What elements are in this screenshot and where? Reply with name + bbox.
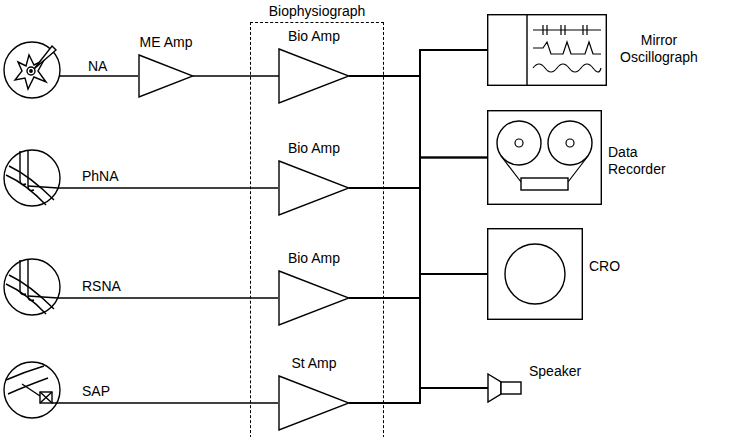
reel-hub	[515, 139, 523, 147]
cro-screen	[505, 244, 565, 304]
signal-connector	[349, 50, 488, 298]
signal-label: NA	[88, 58, 107, 75]
signal-connector	[349, 158, 488, 404]
signal-connector	[349, 188, 488, 388]
signal-connector	[349, 298, 488, 388]
recorder-icon	[487, 110, 602, 205]
amplifier-label: St Amp	[291, 355, 336, 372]
device-label: Mirror Oscillograph	[613, 32, 705, 66]
signal-connector	[349, 76, 488, 158]
signal-label: SAP	[82, 383, 110, 400]
speaker-body	[501, 382, 521, 394]
label-row: St Amp	[278, 355, 350, 372]
tape-head	[521, 178, 568, 190]
mirror-icon	[487, 14, 607, 86]
cro-box	[488, 229, 583, 320]
device-label: Speaker	[529, 363, 581, 380]
oscillograph-divider	[526, 15, 527, 85]
amplifier-label: Bio Amp	[288, 140, 340, 157]
signal-wire	[58, 187, 278, 188]
nerve-illustration	[4, 150, 60, 206]
signal-connector	[349, 50, 488, 188]
amplifier: St Amp	[278, 355, 350, 431]
reel-hub	[566, 139, 574, 147]
signal-connector	[349, 50, 488, 403]
neuron-illustration	[4, 42, 60, 98]
signal-connector	[349, 274, 488, 298]
amplifier: Bio Amp	[278, 28, 350, 104]
artery-illustration	[4, 362, 60, 418]
recorder-box	[488, 111, 602, 205]
amplifier-triangle	[278, 270, 350, 326]
speaker-icon	[487, 373, 523, 403]
amplifier-triangle	[138, 54, 194, 98]
amplifier-triangle	[278, 48, 350, 104]
signal-connector	[193, 75, 279, 76]
cro-icon	[487, 228, 583, 320]
pressure-trace	[533, 64, 601, 72]
signal-connector	[349, 158, 488, 299]
amplifier: Bio Amp	[278, 250, 350, 326]
signal-connector	[349, 76, 488, 274]
amplifier-triangle	[278, 375, 350, 431]
instrument-group: BiophysiographBio AmpBio AmpBio AmpSt Am…	[250, 22, 384, 437]
device-label: CRO	[589, 258, 620, 275]
amplifier: ME Amp	[138, 34, 194, 98]
signal-connector	[349, 158, 488, 189]
device-label: Data Recorder	[608, 144, 682, 178]
signal-connector	[349, 76, 488, 388]
label-row: ME Amp	[138, 34, 194, 51]
burst-trace	[533, 42, 601, 54]
output-device: CRO	[487, 228, 620, 320]
spike-trace	[533, 25, 601, 35]
triangle-outline	[279, 161, 349, 215]
triangle-outline	[279, 376, 349, 430]
signal-wire	[59, 75, 138, 76]
signal-wire	[58, 297, 278, 298]
amplifier-label: Bio Amp	[288, 250, 340, 267]
output-device: Data Recorder	[487, 110, 682, 205]
amplifier-label: Bio Amp	[288, 28, 340, 45]
signal-label: PhNA	[82, 168, 119, 185]
label-row: Bio Amp	[278, 140, 350, 157]
amplifier: Bio Amp	[278, 140, 350, 216]
output-device: Speaker	[487, 363, 581, 403]
speaker-cone	[488, 374, 501, 402]
nerve-illustration	[4, 259, 60, 315]
signal-label: RSNA	[82, 278, 121, 295]
output-device: Mirror Oscillograph	[487, 14, 705, 86]
triangle-outline	[139, 55, 193, 97]
group-title: Biophysiograph	[231, 3, 403, 20]
signal-connector	[349, 50, 488, 76]
label-row: Bio Amp	[278, 28, 350, 45]
signal-wire	[52, 402, 278, 403]
signal-connector	[349, 274, 488, 403]
amplifier-triangle	[278, 160, 350, 216]
signal-connector	[349, 388, 488, 403]
oscillograph-box	[488, 15, 607, 86]
triangle-outline	[279, 49, 349, 103]
amplifier-label: ME Amp	[140, 34, 193, 51]
signal-connector	[349, 188, 488, 274]
triangle-outline	[279, 271, 349, 325]
label-row: Bio Amp	[278, 250, 350, 267]
